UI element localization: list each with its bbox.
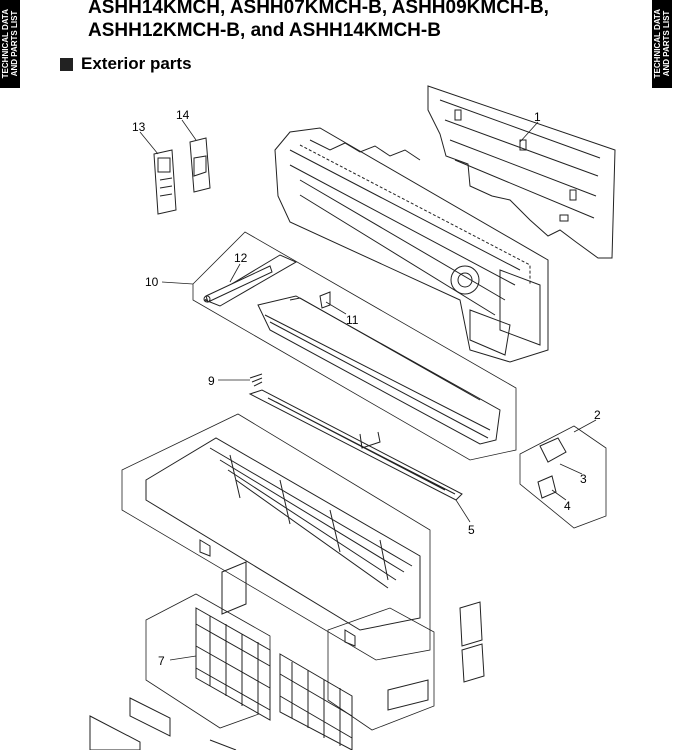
callout-11: 11 [346,313,359,327]
side-tab-right: TECHNICAL DATA AND PARTS LIST [652,0,672,88]
callout-9: 9 [208,374,215,388]
drain-hose [203,265,273,303]
callout-5: 5 [468,523,475,537]
terminal-cover-group [519,425,607,529]
leader-lines [139,119,597,661]
callout-14: 14 [176,108,190,122]
louver-assembly [248,389,463,501]
callout-12: 12 [234,251,248,265]
screw-part [249,373,263,387]
callout-labels: 1 2 3 4 5 7 9 10 11 12 13 14 [132,108,601,668]
mounting-plate [427,85,616,259]
title-line-2: ASHH12KMCH-B, and ASHH14KMCH-B [88,20,441,41]
page-title: ASHH14KMCH, ASHH07KMCH-B, ASHH09KMCH-B, … [88,0,549,42]
callout-13: 13 [132,120,146,134]
front-panel-assembly [121,413,431,661]
side-tab-left: TECHNICAL DATA AND PARTS LIST [0,0,20,88]
callout-7: 7 [158,654,165,668]
lower-small-parts [89,601,485,750]
callout-3: 3 [580,472,587,486]
section-heading-label: Exterior parts [81,54,192,73]
section-bullet-icon [60,57,73,71]
callout-2: 2 [594,408,601,422]
remote-holder [189,137,211,193]
air-filter-group [145,593,353,750]
section-heading: Exterior parts [60,54,192,74]
title-line-1: ASHH14KMCH, ASHH07KMCH-B, ASHH09KMCH-B, [88,0,549,18]
main-chassis [274,127,549,363]
callout-4: 4 [564,499,571,513]
callout-1: 1 [534,110,541,124]
remote-control [153,149,177,215]
callout-10: 10 [145,275,159,289]
